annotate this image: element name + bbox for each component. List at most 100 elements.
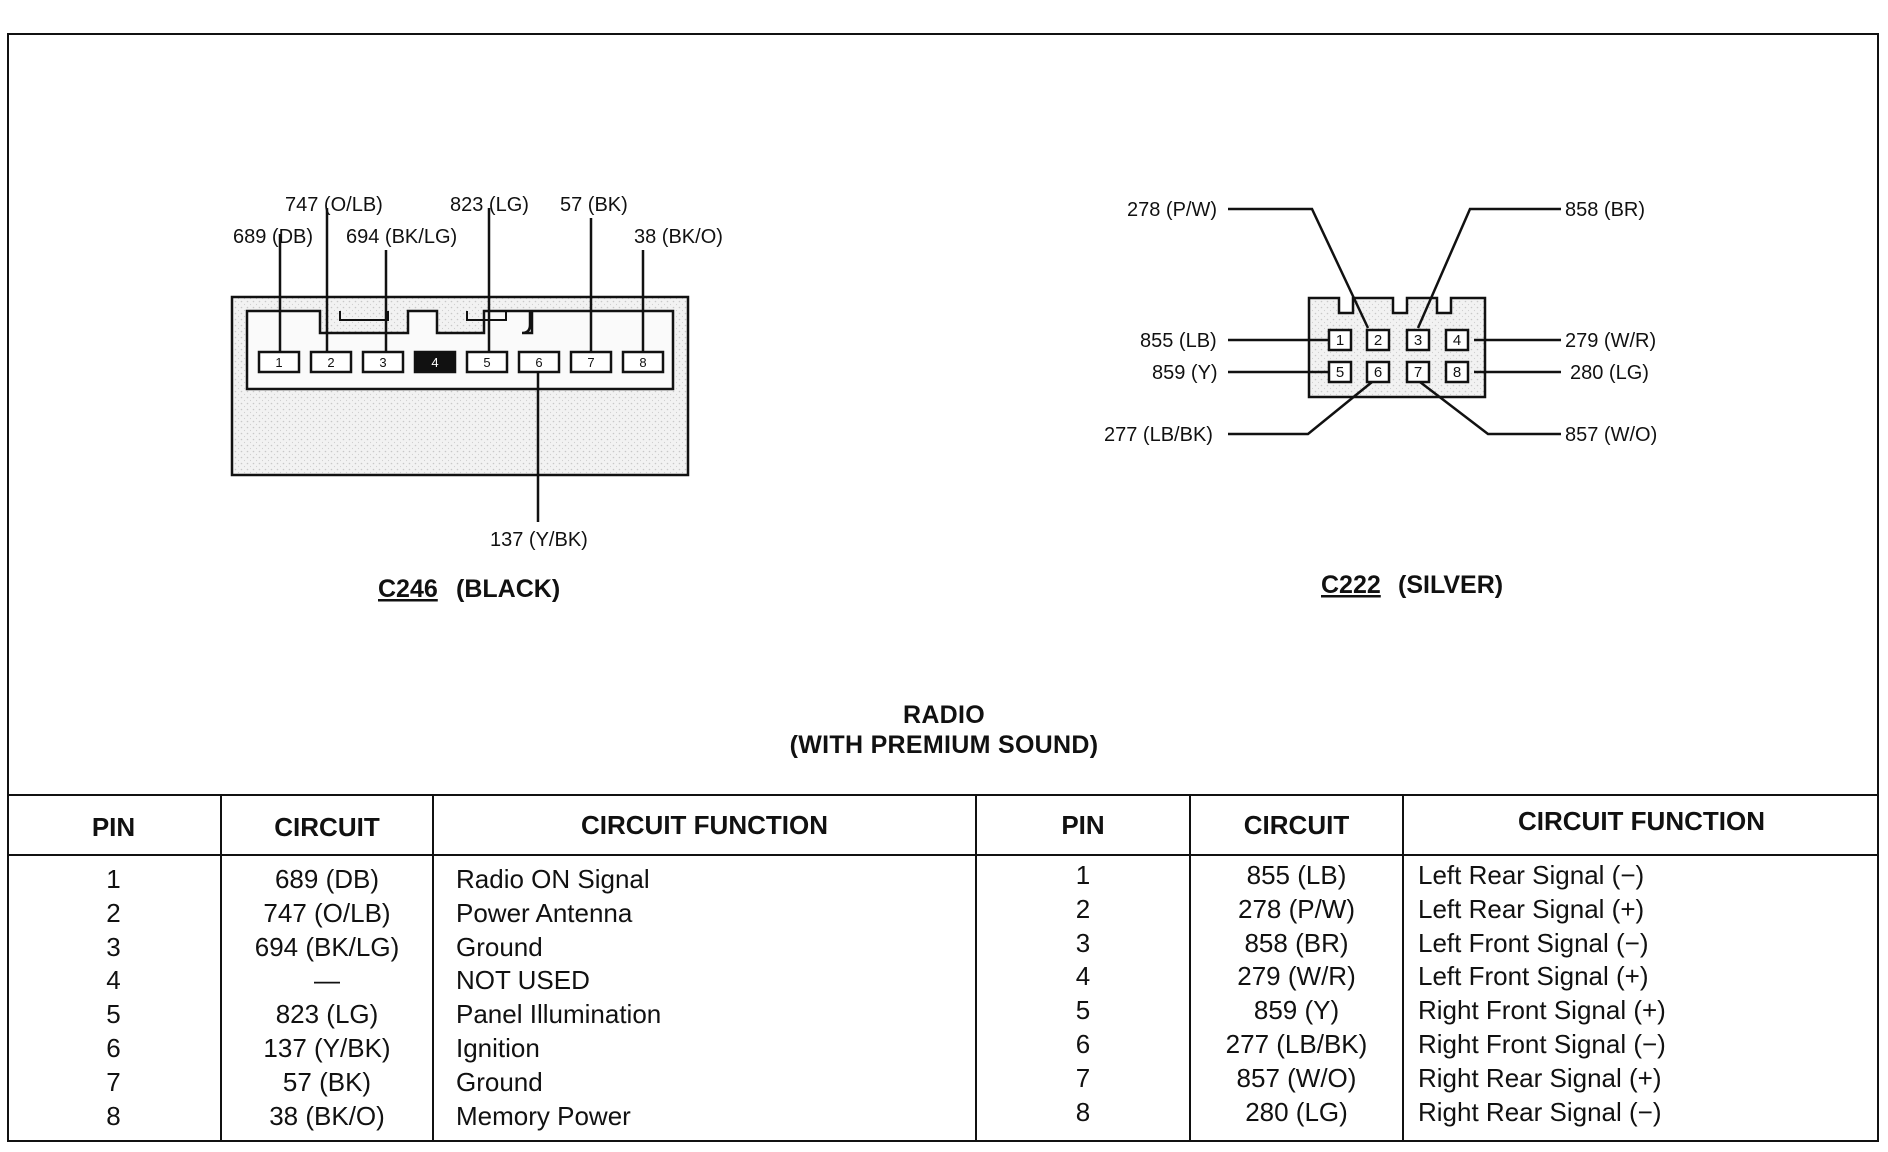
left-pin-cell: 7: [106, 1066, 121, 1097]
c222-wires: [1228, 207, 1561, 436]
svg-text:1: 1: [275, 355, 282, 370]
left-pin-cell: 5: [106, 999, 121, 1030]
header-circuit-right: CIRCUIT: [1243, 810, 1350, 840]
c246-pin-6: 6: [517, 350, 561, 374]
c246-connector: 1 2 3 4 5 6 7 8 747 (O/LB) 823 (LG) 57 (BK) 689…: [230, 194, 723, 603]
right-function-cell: Right Front Signal (−): [1418, 1029, 1666, 1059]
right-circuit-cell: 279 (W/R): [1237, 961, 1356, 992]
svg-text:6: 6: [1374, 364, 1382, 381]
diagram-title: RADIO: [902, 701, 986, 729]
left-circuit-cell: 57 (BK): [282, 1066, 372, 1097]
right-function-cell: Right Rear Signal (−): [1418, 1096, 1662, 1127]
svg-text:5: 5: [1336, 364, 1344, 381]
right-pin-cell: 8: [1075, 1096, 1091, 1127]
c222-label-277: 277 (LB/BK): [1104, 424, 1213, 446]
right-pin-cell: 5: [1075, 995, 1091, 1026]
c246-pin-8: 8: [621, 350, 665, 374]
left-circuit-cell: 747 (O/LB): [263, 897, 391, 928]
c246-label-747: 747 (O/LB): [285, 194, 383, 216]
c222-label-859: 859 (Y): [1152, 362, 1218, 384]
svg-text:7: 7: [587, 355, 594, 370]
c222-name-color: (SILVER): [1398, 571, 1503, 599]
right-pin-cell: 1: [1075, 860, 1091, 890]
c222-name-id: C222: [1321, 571, 1381, 599]
svg-text:8: 8: [639, 355, 646, 370]
left-circuit-cell: 38 (BK/O): [269, 1100, 385, 1131]
right-circuit-cell: 280 (LG): [1245, 1096, 1348, 1127]
c246-label-137: 137 (Y/BK): [490, 529, 588, 551]
c246-label-823: 823 (LG): [450, 194, 529, 216]
left-pin-cell: 8: [106, 1100, 121, 1131]
right-circuit-cell: 277 (LB/BK): [1225, 1029, 1368, 1059]
c222-pin-4: 4: [1444, 328, 1470, 352]
c222-pin-3: 3: [1405, 328, 1431, 352]
left-circuit-cell: 137 (Y/BK): [263, 1033, 391, 1063]
right-function-cell: Left Rear Signal (−): [1418, 860, 1645, 890]
left-circuit-cell: —: [314, 965, 340, 996]
right-pin-cell: 4: [1075, 961, 1091, 992]
svg-text:8: 8: [1453, 364, 1461, 381]
right-function-cell: Left Front Signal (−): [1418, 927, 1649, 958]
right-circuit-cell: 278 (P/W): [1237, 893, 1356, 924]
svg-text:2: 2: [327, 355, 334, 370]
right-function-cell: Left Rear Signal (+): [1418, 893, 1645, 924]
svg-text:3: 3: [379, 355, 386, 370]
c246-pin-3: 3: [361, 350, 405, 374]
c222-pin-5: 5: [1327, 360, 1353, 384]
left-pin-cell: 3: [106, 931, 121, 962]
svg-text:4: 4: [1453, 332, 1461, 349]
c222-label-858: 858 (BR): [1565, 199, 1645, 221]
svg-text:2: 2: [1374, 332, 1382, 349]
c246-pin-7: 7: [569, 350, 613, 374]
c222-label-280: 280 (LG): [1570, 362, 1649, 384]
c222-pin-1: 1: [1327, 328, 1353, 352]
right-function-cell: Right Rear Signal (+): [1418, 1062, 1662, 1093]
c246-face: [245, 309, 675, 391]
left-function-cell: Ground: [456, 1066, 543, 1097]
header-function-left: CIRCUIT FUNCTION: [581, 810, 828, 840]
c222-pin-7: 7: [1405, 360, 1431, 384]
c222-label-857: 857 (W/O): [1565, 424, 1657, 446]
left-pin-cell: 2: [106, 897, 121, 928]
right-circuit-cell: 858 (BR): [1244, 927, 1349, 958]
c246-label-689: 689 (DB): [233, 226, 313, 248]
left-function-cell: Ground: [456, 931, 543, 962]
c246-label-694: 694 (BK/LG): [346, 226, 457, 248]
right-pin-cell: 2: [1075, 893, 1091, 924]
left-function-cell: Radio ON Signal: [456, 864, 650, 894]
left-circuit-cell: 823 (LG): [275, 999, 379, 1030]
svg-text:7: 7: [1414, 364, 1422, 381]
right-pin-cell: 3: [1075, 927, 1091, 958]
left-circuit-cell: 694 (BK/LG): [254, 931, 400, 962]
c246-wires: [278, 208, 645, 522]
header-function-right: CIRCUIT FUNCTION: [1518, 806, 1765, 836]
left-circuit-cell: 689 (DB): [274, 864, 380, 894]
pin-table: PIN CIRCUIT CIRCUIT FUNCTION PIN CIRCUIT…: [7, 794, 1879, 1142]
c246-pin-2: 2: [309, 350, 353, 374]
right-circuit-cell: 855 (LB): [1246, 860, 1347, 890]
c246-name-color: (BLACK): [456, 575, 560, 603]
left-pin-cell: 6: [106, 1033, 121, 1063]
c222-pin-8: 8: [1444, 360, 1470, 384]
c246-pin-5: 5: [465, 350, 509, 374]
left-function-cell: Ignition: [456, 1033, 540, 1063]
left-function-cell: NOT USED: [456, 965, 590, 996]
svg-text:4: 4: [431, 355, 438, 370]
svg-text:5: 5: [483, 355, 490, 370]
c246-label-57: 57 (BK): [560, 194, 628, 216]
c222-label-278: 278 (P/W): [1127, 199, 1217, 221]
c246-pin-1: 1: [257, 350, 301, 374]
right-pin-cell: 6: [1075, 1029, 1091, 1059]
c246-name-id: C246: [378, 575, 438, 603]
left-pin-cell: 1: [106, 864, 121, 894]
left-function-cell: Memory Power: [456, 1100, 631, 1131]
c222-pin-6: 6: [1365, 360, 1391, 384]
header-pin-right: PIN: [1061, 810, 1105, 840]
left-pin-cell: 4: [106, 965, 121, 996]
header-pin-left: PIN: [91, 812, 136, 842]
c222-label-855: 855 (LB): [1140, 330, 1217, 352]
header-circuit-left: CIRCUIT: [274, 812, 380, 842]
right-function-cell: Right Front Signal (+): [1418, 995, 1666, 1026]
c222-body: [1307, 296, 1487, 399]
